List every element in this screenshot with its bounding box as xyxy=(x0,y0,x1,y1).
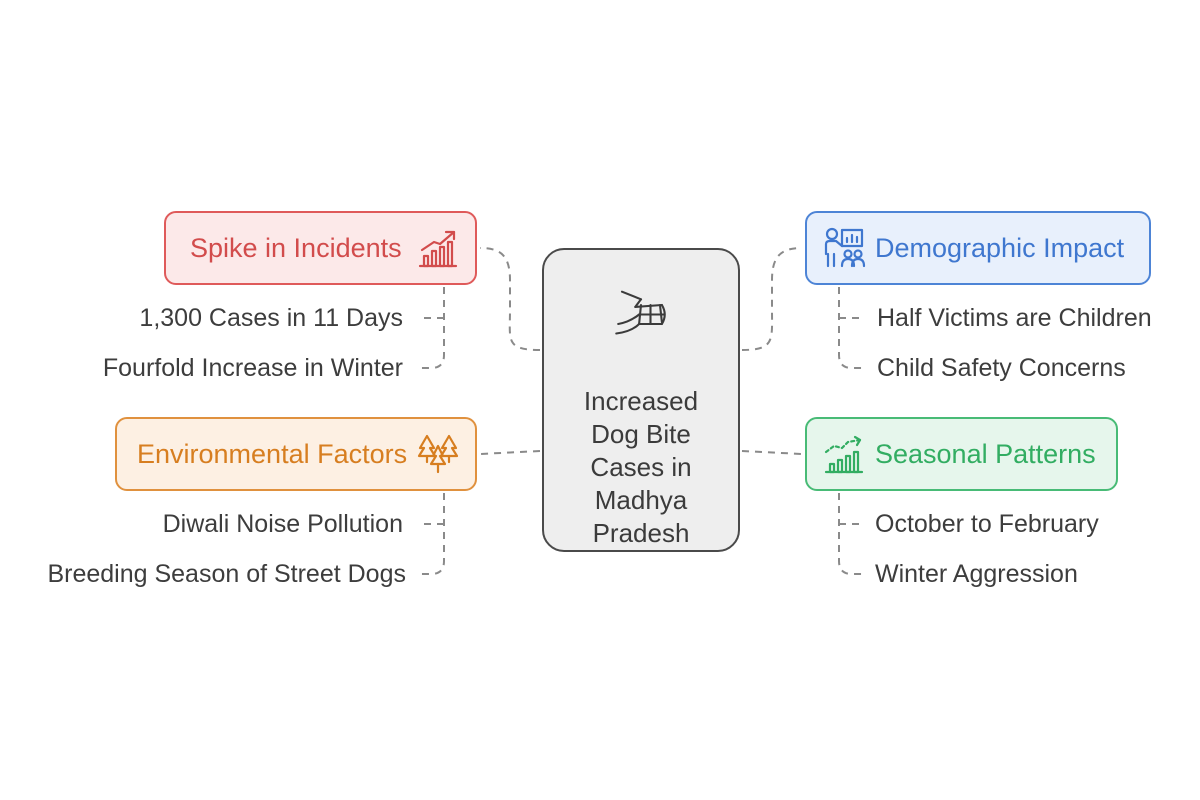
environmental-item-1: Diwali Noise Pollution xyxy=(162,510,403,538)
environmental-item-2: Breeding Season of Street Dogs xyxy=(47,560,406,588)
connector-season-items xyxy=(838,493,866,575)
node-demographic-label: Demographic Impact xyxy=(875,232,1125,263)
connector-seasonal xyxy=(741,450,803,455)
seasonal-item-2: Winter Aggression xyxy=(875,560,1078,588)
node-environmental-label: Environmental Factors xyxy=(137,438,408,469)
connector-demo-items xyxy=(838,287,866,369)
demographic-item-2: Child Safety Concerns xyxy=(877,354,1126,382)
trees-icon xyxy=(415,431,461,477)
connector-environmental xyxy=(479,450,541,455)
central-topic: Increased Dog Bite Cases in Madhya Prade… xyxy=(542,248,740,552)
node-environmental-factors: Environmental Factors xyxy=(115,417,477,491)
dog-muzzle-icon xyxy=(615,290,666,335)
growth-chart-icon xyxy=(821,431,867,477)
node-demographic-impact: Demographic Impact xyxy=(805,211,1151,285)
seasonal-item-1: October to February xyxy=(875,510,1099,538)
connector-demographic xyxy=(741,247,803,351)
spike-item-2: Fourfold Increase in Winter xyxy=(102,354,403,382)
connector-spike-items xyxy=(418,287,445,369)
node-seasonal-label: Seasonal Patterns xyxy=(875,438,1096,469)
presenter-audience-icon xyxy=(821,225,867,271)
central-topic-title: Increased Dog Bite Cases in Madhya Prade… xyxy=(583,386,699,548)
connector-spike xyxy=(479,247,541,351)
connector-env-items xyxy=(418,493,445,575)
trending-up-chart-icon xyxy=(415,225,461,271)
node-spike-label: Spike in Incidents xyxy=(190,232,402,263)
spike-item-1: 1,300 Cases in 11 Days xyxy=(139,304,403,332)
demographic-item-1: Half Victims are Children xyxy=(877,304,1152,332)
node-spike-in-incidents: Spike in Incidents xyxy=(164,211,477,285)
node-seasonal-patterns: Seasonal Patterns xyxy=(805,417,1118,491)
